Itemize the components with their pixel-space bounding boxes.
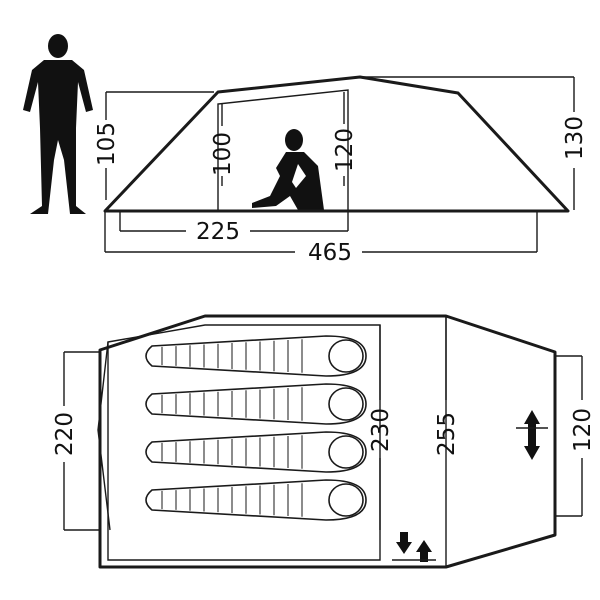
label-door-width: 120 [570, 408, 596, 452]
label-vestibule-width: 255 [434, 412, 460, 456]
sleeping-bag-icon [145, 479, 367, 521]
tent-side-profile [103, 75, 570, 213]
standing-person-icon [23, 34, 93, 214]
label-peak-height: 120 [332, 128, 358, 172]
label-left-width: 220 [52, 412, 78, 456]
label-inner-width: 230 [368, 408, 394, 452]
dimension-inner-height: 100 [210, 104, 236, 186]
ventilation-arrows-icon [392, 532, 436, 562]
sitting-person-icon [252, 129, 324, 210]
dimension-vestibule-width: 255 [434, 316, 460, 456]
outer-footprint [98, 314, 557, 569]
sleeping-bag-icon [145, 335, 367, 377]
inner-left-edge [97, 341, 111, 531]
label-total-length: 465 [308, 240, 352, 266]
dimension-inner-width: 230 [368, 325, 394, 530]
floor-plan: 220 230 255 120 [52, 314, 596, 569]
inner-tent-outline [217, 89, 349, 211]
label-left-height: 105 [94, 122, 120, 166]
dimension-inner-length: 225 [119, 211, 349, 245]
sleeping-bag-icon [145, 431, 367, 473]
inner-tent-floor [107, 324, 381, 561]
sleeping-bags [145, 335, 367, 521]
dimension-right-height: 130 [360, 76, 588, 210]
label-inner-height: 100 [210, 132, 236, 176]
label-right-height: 130 [562, 116, 588, 160]
label-inner-length: 225 [196, 219, 240, 245]
dimension-door-width: 120 [555, 355, 596, 517]
dimension-peak-height: 120 [332, 92, 358, 186]
side-view: 105 100 120 130 225 [23, 34, 588, 266]
ventilation-arrows-icon [516, 410, 548, 460]
dimension-total-length: 465 [104, 211, 538, 266]
dimension-left-height: 105 [94, 91, 214, 200]
sleeping-bag-icon [145, 383, 367, 425]
dimension-left-width: 220 [52, 351, 100, 531]
